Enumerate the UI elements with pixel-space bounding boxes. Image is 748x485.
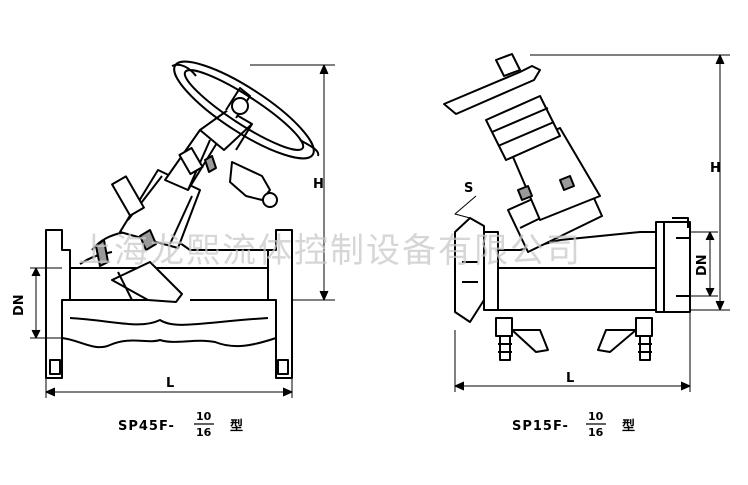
sp15f-dim-l: L: [566, 371, 574, 386]
sp15f-valve-body: [443, 53, 691, 361]
sp45f-dim-l: L: [166, 376, 174, 391]
sp15f-pressure-top: 10: [588, 410, 604, 423]
sp45f-dim-dn: DN: [12, 294, 27, 316]
sp15f-dim-h: H: [710, 161, 721, 176]
sp45f-pressure-bottom: 16: [196, 426, 212, 439]
sp15f-model-suffix: 型: [622, 418, 636, 434]
sp15f-dim-s: S: [464, 181, 473, 196]
watermark-text: 上海龙熙流体控制设备有限公司: [78, 231, 582, 271]
sp15f-dimensions: [454, 54, 730, 392]
sp15f-model-prefix: SP15F-: [512, 419, 569, 434]
sp45f-dim-h: H: [313, 177, 324, 192]
sp45f-model-prefix: SP45F-: [118, 419, 175, 434]
sp45f-pressure-top: 10: [196, 410, 212, 423]
sp45f-model-suffix: 型: [230, 418, 244, 434]
sp15f-pressure-bottom: 16: [588, 426, 604, 439]
sp45f-dimensions: [30, 64, 335, 398]
sp45f-valve-body: [45, 60, 320, 379]
sp15f-dim-dn: DN: [695, 254, 710, 276]
